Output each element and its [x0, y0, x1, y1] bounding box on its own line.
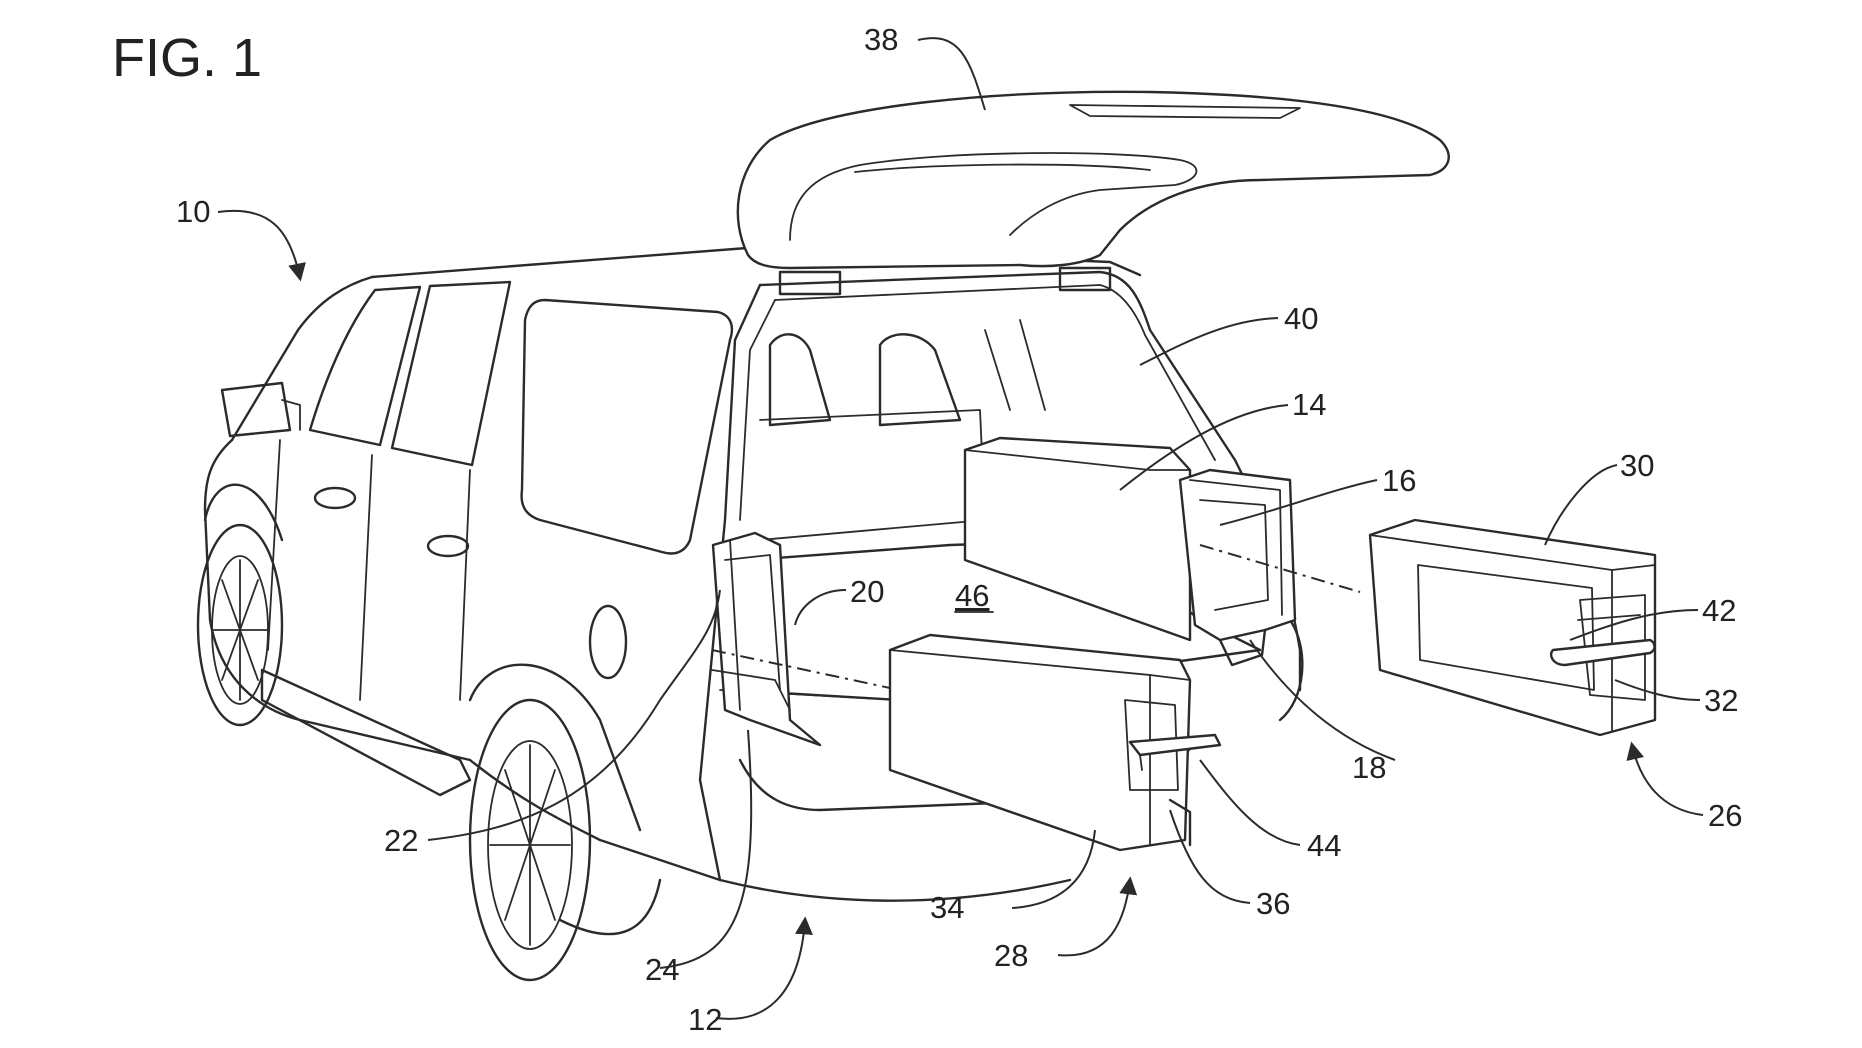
alignment-lines: [711, 544, 1361, 689]
leader-lines: [217, 37, 1704, 1020]
ref-36: 36: [1256, 886, 1290, 921]
ref-30: 30: [1620, 448, 1654, 483]
ref-18: 18: [1352, 750, 1386, 785]
ref-40: 40: [1284, 301, 1318, 336]
ref-10: 10: [176, 194, 210, 229]
ref-16: 16: [1382, 463, 1416, 498]
ref-44: 44: [1307, 828, 1341, 863]
module-28: [888, 633, 1222, 852]
ref-14: 14: [1292, 387, 1326, 422]
ref-26: 26: [1708, 798, 1742, 833]
liftgate-drawing: [736, 90, 1450, 270]
figure-title: FIG. 1: [112, 28, 262, 88]
ref-46: 46: [955, 578, 989, 613]
ref-34: 34: [930, 890, 964, 925]
ref-24: 24: [645, 952, 679, 987]
ref-12: 12: [688, 1002, 722, 1037]
ref-32: 32: [1704, 683, 1738, 718]
ref-42: 42: [1702, 593, 1736, 628]
ref-38: 38: [864, 22, 898, 57]
ref-22: 22: [384, 823, 418, 858]
cargo-unit-14-16: [963, 436, 1297, 667]
ref-28: 28: [994, 938, 1028, 973]
reference-numerals: 38 10 40 14 16 30 42 32 26 20 46 18 44 2…: [176, 22, 1742, 1037]
module-26: [1368, 518, 1657, 737]
ref-20: 20: [850, 574, 884, 609]
left-interior-pocket: [711, 531, 822, 747]
